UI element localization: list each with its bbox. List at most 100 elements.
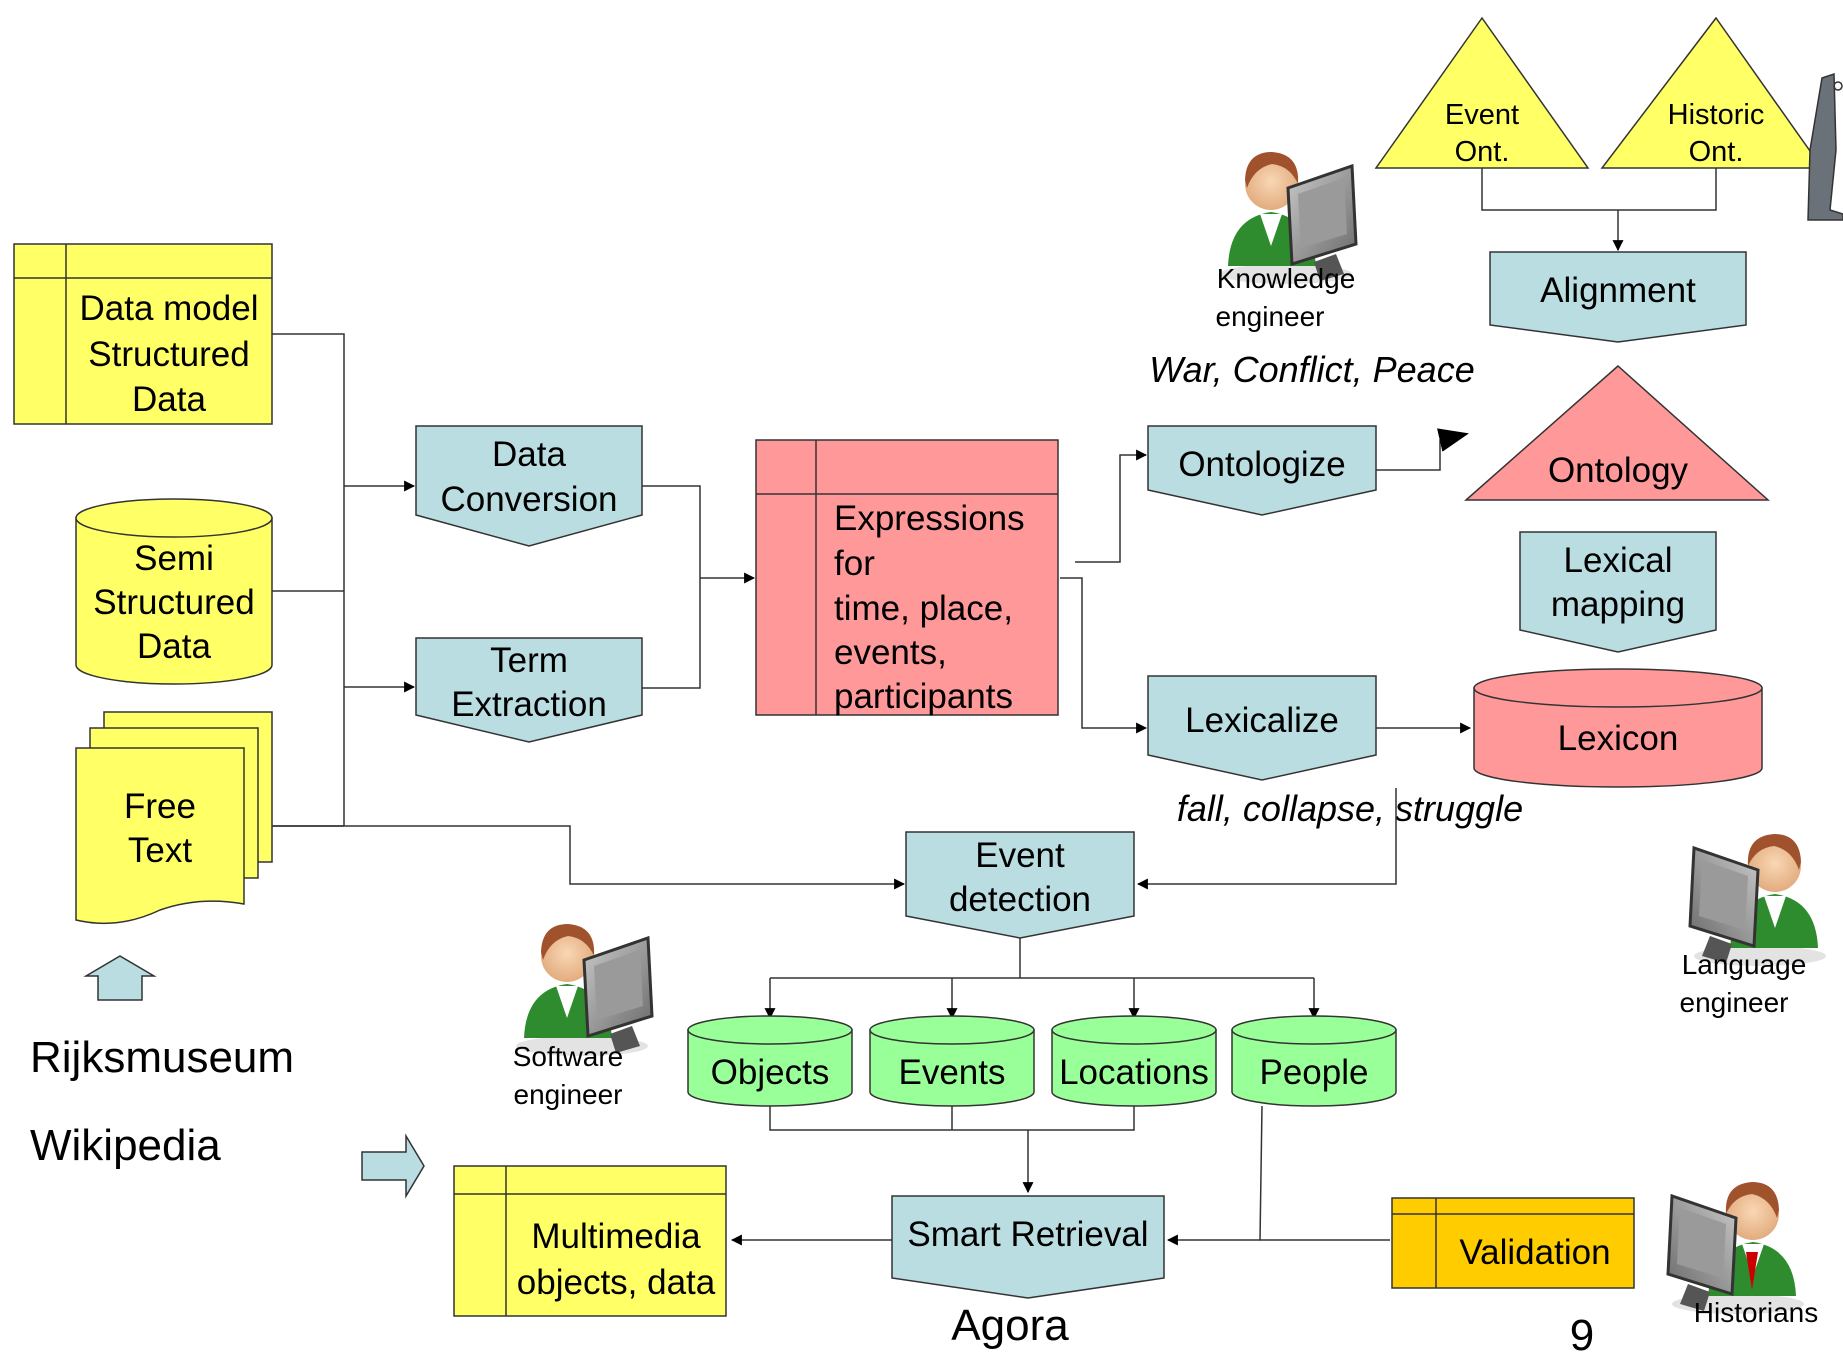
events-label: Events <box>899 1053 1006 1092</box>
locations-cylinder: Locations <box>1051 1015 1217 1107</box>
people-cylinder: People <box>1231 1015 1397 1107</box>
structured-data-line3: Data <box>132 380 206 419</box>
lexical-mapping-line1: Lexical <box>1564 541 1673 580</box>
expressions-line3: time, place, <box>834 589 1013 628</box>
ontology-triangle: Ontology <box>1464 364 1770 501</box>
lexical-mapping-shape <box>1519 531 1717 653</box>
ontologize-lexicalize-connectors <box>1376 428 1472 734</box>
term-extraction-line1: Term <box>490 641 568 680</box>
software-engineer-line2: engineer <box>514 1079 623 1110</box>
event-detection-shape <box>905 831 1135 939</box>
structured-data-box: Data model Structured Data <box>13 243 273 425</box>
words-example: fall, collapse, struggle <box>1177 788 1523 829</box>
source-connectors <box>272 333 906 890</box>
concepts-example: War, Conflict, Peace <box>1149 349 1474 390</box>
structured-data-shape <box>13 243 273 425</box>
validation-box: Validation <box>1391 1197 1635 1289</box>
historians-label: Historians <box>1694 1297 1818 1328</box>
expressions-line1: Expressions <box>834 499 1025 538</box>
alignment-connectors <box>1481 168 1717 252</box>
data-conversion-line1: Data <box>492 435 566 474</box>
lexicalize-shape <box>1147 675 1377 781</box>
event-detection-box: Event detection <box>905 831 1135 939</box>
software-engineer-line1: Software <box>513 1041 624 1072</box>
free-text-document-front <box>75 747 245 925</box>
event-detection-line2: detection <box>949 880 1091 919</box>
alignment-shape <box>1489 251 1747 343</box>
language-engineer-line2: engineer <box>1680 987 1789 1018</box>
lexicalize-box: Lexicalize <box>1147 675 1377 781</box>
objects-cylinder-body <box>687 1029 853 1107</box>
multimedia-line2: objects, data <box>517 1263 716 1302</box>
free-text-line1: Free <box>124 787 196 826</box>
event-detection-line1: Event <box>975 836 1065 875</box>
right-arrow-icon <box>361 1133 425 1199</box>
knowledge-engineer-figure: Knowledge engineer <box>1216 150 1358 332</box>
lexicon-to-detection-connector <box>1136 788 1397 890</box>
data-conversion-line2: Conversion <box>440 480 617 519</box>
expressions-line4: events, <box>834 633 947 672</box>
lexicon-cylinder: Lexicon <box>1473 668 1763 788</box>
lexicon-cylinder-body <box>1473 687 1763 788</box>
historic-ontology-line1: Historic <box>1668 99 1765 131</box>
objects-cylinder: Objects <box>687 1015 853 1107</box>
historians-figure: Historians <box>1666 1180 1818 1328</box>
historic-ontology-shape <box>1600 16 1824 169</box>
events-cylinder-body <box>869 1029 1035 1107</box>
alignment-label: Alignment <box>1540 271 1696 310</box>
retrieval-connectors <box>730 1105 1390 1246</box>
locations-label: Locations <box>1059 1053 1209 1092</box>
alignment-box: Alignment <box>1489 251 1747 343</box>
lexicalize-label: Lexicalize <box>1185 701 1339 740</box>
free-text-documents: Free Text <box>75 711 273 925</box>
ontology-shape <box>1464 364 1770 501</box>
multimedia-box: Multimedia objects, data <box>453 1165 727 1317</box>
validation-shape <box>1391 1197 1635 1289</box>
events-cylinder: Events <box>869 1015 1035 1107</box>
data-conversion-shape <box>415 425 643 547</box>
page-number: 9 <box>1570 1311 1594 1354</box>
event-ontology-line2: Ont. <box>1455 136 1510 168</box>
semi-data-line2: Structured <box>93 583 254 622</box>
expressions-line2: for <box>834 544 875 583</box>
locations-cylinder-top <box>1051 1015 1217 1045</box>
validation-label: Validation <box>1459 1233 1610 1272</box>
smart-retrieval-box: Smart Retrieval <box>891 1195 1165 1299</box>
term-extraction-shape <box>415 637 643 743</box>
locations-cylinder-body <box>1051 1029 1217 1107</box>
event-ontology-line1: Event <box>1445 99 1519 131</box>
structured-data-line2: Structured <box>88 335 249 374</box>
wikipedia-label: Wikipedia <box>30 1121 221 1170</box>
semi-structured-data-cylinder: Semi Structured Data <box>75 498 273 685</box>
merge-connectors <box>642 485 756 689</box>
structured-data-line1: Data model <box>80 289 259 328</box>
expressions-shape <box>755 439 1059 716</box>
language-engineer-figure: Language engineer <box>1680 832 1828 1018</box>
knowledge-engineer-line2: engineer <box>1216 301 1325 332</box>
expressions-box: Expressions for time, place, events, par… <box>755 439 1059 716</box>
knowledge-engineer-line1: Knowledge <box>1217 263 1356 294</box>
expressions-line5: participants <box>834 677 1013 716</box>
free-text-line2: Text <box>128 831 192 870</box>
expressions-connectors <box>1060 449 1148 734</box>
ontology-label: Ontology <box>1548 451 1689 490</box>
lexicon-label: Lexicon <box>1558 719 1679 758</box>
people-label: People <box>1260 1053 1369 1092</box>
project-name: Agora <box>951 1301 1069 1350</box>
ontologize-shape <box>1147 425 1377 516</box>
monument-icon <box>1807 72 1843 221</box>
semi-cylinder-top <box>75 498 273 538</box>
lexicon-cylinder-top <box>1473 668 1763 708</box>
smart-retrieval-label: Smart Retrieval <box>907 1215 1148 1254</box>
software-engineer-figure: Software engineer <box>513 922 654 1110</box>
objects-label: Objects <box>711 1053 830 1092</box>
events-cylinder-top <box>869 1015 1035 1045</box>
term-extraction-line2: Extraction <box>451 685 607 724</box>
data-conversion-box: Data Conversion <box>415 425 643 547</box>
ontologize-box: Ontologize <box>1147 425 1377 516</box>
language-engineer-line1: Language <box>1682 949 1807 980</box>
up-arrow-icon <box>83 955 157 1001</box>
semi-data-line3: Data <box>137 627 211 666</box>
lexical-mapping-box: Lexical mapping <box>1519 531 1717 653</box>
